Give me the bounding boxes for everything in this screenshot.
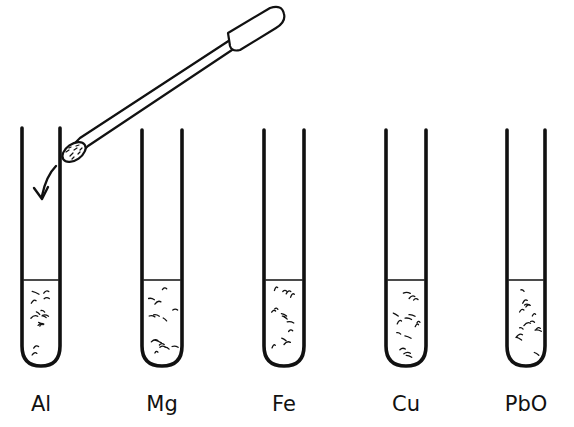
grain-stroke xyxy=(405,336,411,339)
grain-stroke xyxy=(397,333,401,335)
grain-stroke xyxy=(409,296,415,299)
grain-stroke xyxy=(284,317,288,319)
grain-stroke xyxy=(534,353,539,356)
grain-stroke xyxy=(403,292,410,293)
grain-stroke xyxy=(414,299,418,300)
grain-stroke xyxy=(291,294,295,298)
grain-stroke xyxy=(149,298,155,299)
grain-stroke xyxy=(532,314,535,316)
grain-stroke xyxy=(155,301,161,304)
grain-stroke xyxy=(281,314,286,316)
grain-stroke xyxy=(43,315,49,316)
grain-stroke xyxy=(282,338,286,341)
grain-stroke xyxy=(36,312,39,315)
grain-stroke xyxy=(149,316,155,317)
grain-stroke xyxy=(165,347,169,349)
grain-stroke xyxy=(284,342,290,345)
grain-stroke xyxy=(404,352,411,353)
grain-stroke xyxy=(521,290,524,292)
grain-stroke xyxy=(272,310,276,312)
grain-stroke xyxy=(31,316,38,319)
grain-stroke xyxy=(516,337,521,340)
grain-stroke xyxy=(409,315,415,317)
substance-label: Al xyxy=(31,394,51,415)
grain-stroke xyxy=(524,323,531,326)
grain-stroke xyxy=(400,348,405,349)
grain-stroke xyxy=(41,310,45,312)
grain-stroke xyxy=(526,305,530,307)
grain-stroke xyxy=(42,316,46,318)
grain-stroke xyxy=(274,287,277,290)
grain-stroke xyxy=(162,288,166,290)
grain-stroke xyxy=(155,351,158,353)
grain-stroke xyxy=(272,345,275,348)
substance-label: PbO xyxy=(505,394,548,415)
grain-stroke xyxy=(417,321,420,323)
grain-stroke xyxy=(531,321,535,322)
grain-stroke xyxy=(31,300,36,303)
substance-label: Fe xyxy=(272,394,296,415)
substance-label: Cu xyxy=(392,394,420,415)
grain-stroke xyxy=(393,313,398,316)
grain-stroke xyxy=(523,300,528,303)
test-tubes xyxy=(22,128,545,366)
grain-stroke xyxy=(163,318,166,321)
grain-stroke xyxy=(406,355,412,357)
substance-label: Mg xyxy=(146,394,177,415)
grain-stroke xyxy=(160,346,165,347)
grain-stroke xyxy=(289,330,293,332)
spatula xyxy=(59,7,285,166)
grain-stroke xyxy=(287,322,294,323)
liquid-levels xyxy=(24,279,543,281)
grain-stroke xyxy=(415,324,418,327)
grain-stroke xyxy=(32,353,37,355)
grain-stroke xyxy=(405,318,412,319)
grain-stroke xyxy=(38,323,44,325)
grain-stroke xyxy=(32,291,39,294)
grain-stroke xyxy=(283,290,287,291)
grain-stroke xyxy=(159,344,164,345)
pour-arrow xyxy=(34,166,56,199)
grain-stroke xyxy=(397,320,401,323)
grain-stroke xyxy=(151,340,158,342)
grain-stroke xyxy=(536,328,540,330)
grain-stroke xyxy=(44,291,49,293)
grain-stroke xyxy=(154,315,160,317)
grain-stroke xyxy=(173,309,178,310)
grain-stroke xyxy=(275,308,278,309)
grain-stroke xyxy=(44,298,49,299)
grain-stroke xyxy=(286,291,291,294)
grain-stroke xyxy=(34,346,39,348)
grain-stroke xyxy=(535,330,541,331)
grain-stroke xyxy=(520,328,524,329)
suspended-solid xyxy=(31,287,541,357)
grain-stroke xyxy=(172,346,178,347)
grain-stroke xyxy=(520,309,524,312)
